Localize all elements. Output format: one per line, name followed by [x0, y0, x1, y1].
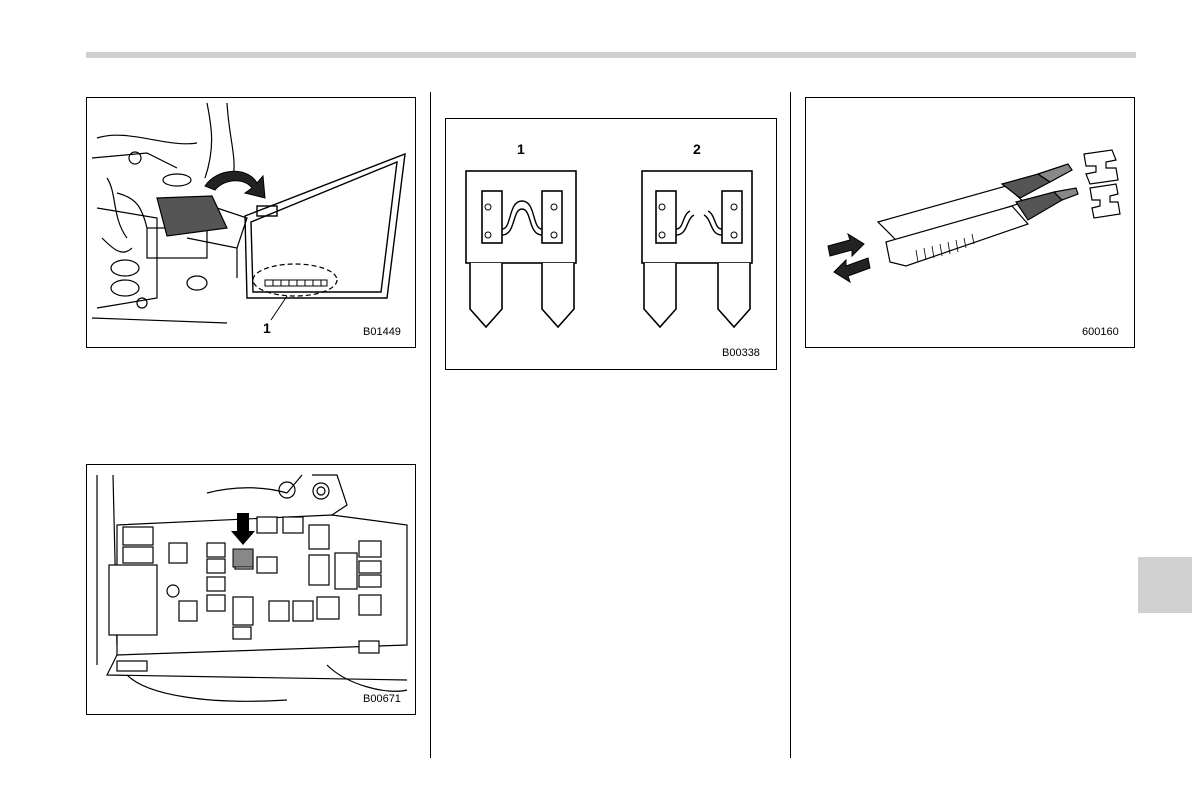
figure-code: B01449: [363, 326, 401, 338]
column-divider-left: [430, 92, 431, 758]
figure-code: B00671: [363, 693, 401, 705]
column-divider-right: [790, 92, 791, 758]
figure-fuse-box-cover: 1 B01449: [86, 97, 416, 348]
fuse-box-illustration: [87, 465, 415, 714]
figure-fuse-puller: 600160: [805, 97, 1135, 348]
figure-fuse-box: B00671: [86, 464, 416, 715]
chapter-tab: [1138, 557, 1192, 613]
figure-fuse-comparison: 1 2 B00338: [445, 118, 777, 370]
fuse-comparison-illustration: [446, 119, 776, 369]
callout-2: 2: [693, 141, 701, 157]
callout-1: 1: [263, 320, 271, 336]
callout-1: 1: [517, 141, 525, 157]
fuse-box-cover-illustration: [87, 98, 415, 347]
fuse-puller-illustration: [806, 98, 1134, 347]
figure-code: B00338: [722, 347, 760, 359]
figure-code: 600160: [1082, 326, 1119, 338]
header-rule: [86, 52, 1136, 58]
